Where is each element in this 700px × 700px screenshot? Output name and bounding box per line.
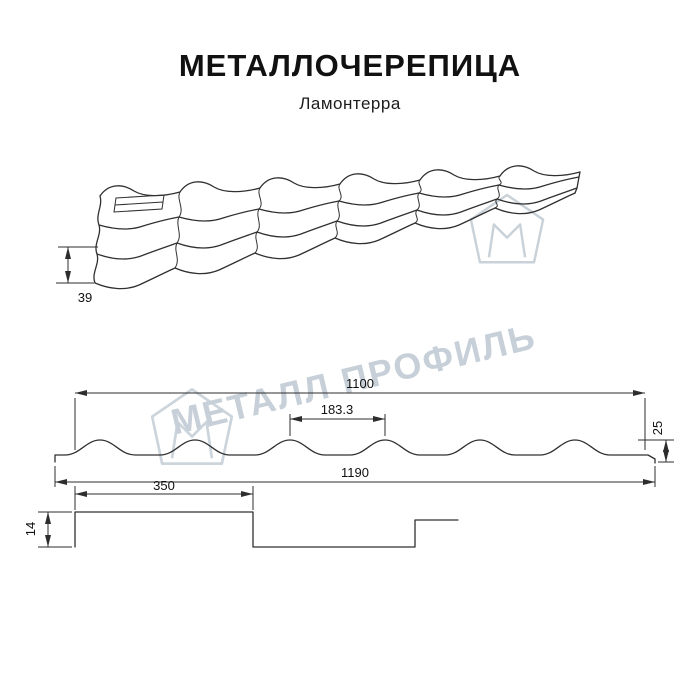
dim-39-label: 39 [78,290,92,305]
tile-column-curves [176,184,500,244]
page-subtitle: Ламонтерра [299,94,401,113]
dimension-wave-pitch: 183.3 [289,402,386,436]
tile-column-curves [178,175,502,218]
cross-section-drawing: 1100 183.3 25 1190 [54,376,674,487]
dim-183-label: 183.3 [321,402,354,417]
dim-1100-label: 1100 [346,376,374,391]
tile-column-curves [174,198,498,269]
dimension-cover-width: 1100 [74,376,646,450]
dimension-profile-height: 25 [638,421,674,463]
tile-sheet-left-edge [93,195,102,284]
dimension-edge-height: 39 [56,246,98,305]
tile-course-edge [96,187,578,260]
dim-25-label: 25 [650,421,665,435]
perspective-view-drawing: 39 [56,165,581,305]
page-title: МЕТАЛЛОЧЕРЕПИЦА [178,48,522,83]
tile-course-edge [94,192,576,290]
step-profile-line [74,511,459,548]
mounting-strip-tab [113,194,165,213]
header: МЕТАЛЛОЧЕРЕПИЦА Ламонтерра [0,48,700,114]
tile-sheet-3d [93,165,581,290]
dimension-step-height: 14 [23,511,72,548]
dim-350-label: 350 [153,478,175,493]
profile-curve [54,439,656,464]
dimension-overall-width: 1190 [54,465,656,487]
dimension-module-length: 350 [74,478,254,510]
longitudinal-step-drawing: 350 14 [23,478,459,548]
dim-1190-label: 1190 [341,465,369,480]
tile-sheet-right-edge [574,171,581,194]
dim-14-label: 14 [23,522,38,536]
